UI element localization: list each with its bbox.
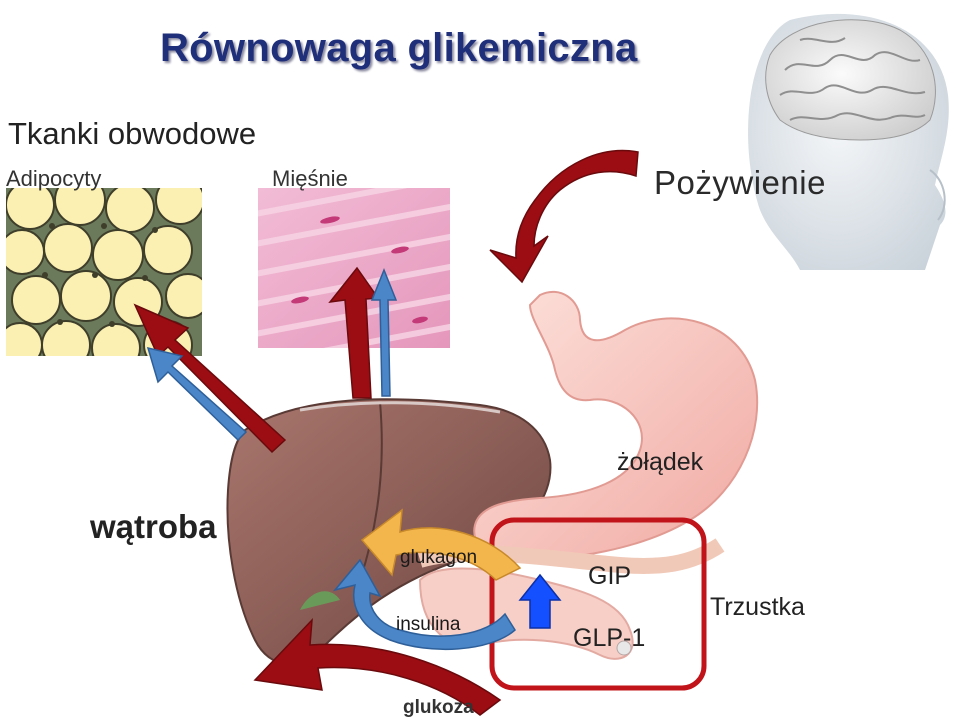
- insulin-label: insulina: [396, 614, 461, 635]
- muscles-label: Mięśnie: [272, 166, 348, 191]
- insulin-to-muscle-arrow: [370, 267, 398, 397]
- insulin-to-adipocytes-arrow: [146, 346, 248, 442]
- pancreas-label: Trzustka: [710, 593, 805, 621]
- glucose-to-muscle-arrow: [328, 266, 380, 399]
- glucagon-label: glukagon: [400, 547, 478, 568]
- head-with-brain-illustration: [748, 13, 949, 271]
- glucagon-arrow: [360, 508, 522, 581]
- adipocytes-label: Adipocyty: [6, 166, 102, 191]
- food-arrow: [489, 149, 639, 284]
- liver-label: wątroba: [90, 508, 217, 545]
- adipocytes-image: [6, 188, 202, 356]
- insulin-arrow: [332, 558, 516, 651]
- glucose-label: glukoza: [403, 697, 474, 718]
- incretin-arrow: [518, 573, 562, 629]
- stomach-label: żołądek: [617, 448, 704, 476]
- gip-label: GIP: [588, 562, 632, 590]
- glucose-to-liver-arrow: [253, 617, 502, 716]
- peripheral-tissues-heading: Tkanki obwodowe: [8, 116, 257, 151]
- glucose-to-adipocytes-arrow: [133, 303, 287, 454]
- glp1-label: GLP-1: [573, 624, 646, 652]
- page-title: Równowaga glikemiczna: [160, 26, 638, 70]
- food-label: Pożywienie: [654, 164, 826, 201]
- pancreas-highlight-box: [489, 517, 707, 691]
